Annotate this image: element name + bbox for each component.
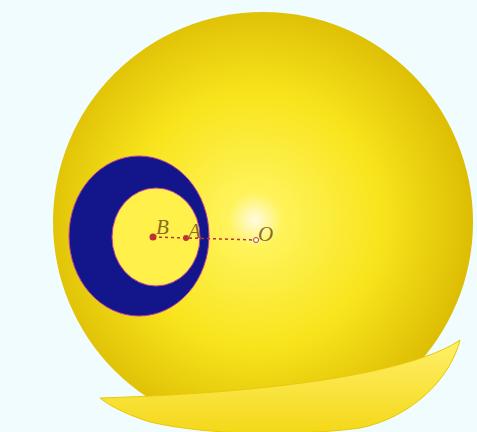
cut-opening [100,340,460,432]
point-label: A [188,221,201,242]
annulus [69,156,209,316]
point-dot [254,238,259,243]
point-label: O [258,224,273,245]
point-dot [150,234,157,241]
point-label: B [156,217,169,238]
sphere-body [53,12,473,432]
